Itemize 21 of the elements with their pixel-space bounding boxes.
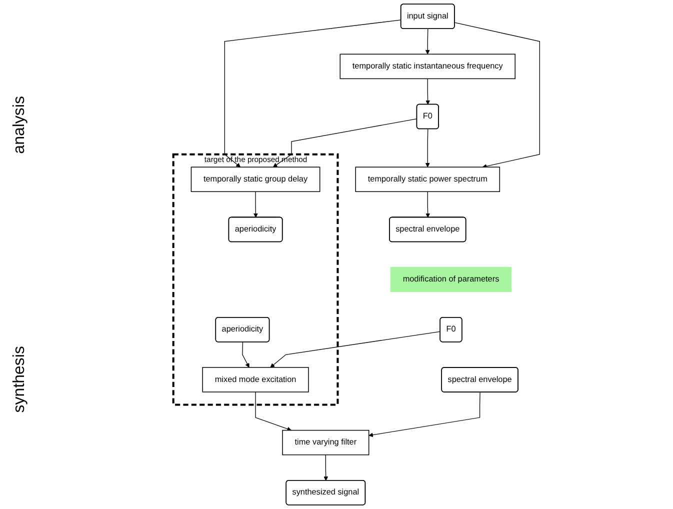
arrow [270,331,441,368]
arrow [425,28,430,54]
arrow [426,191,430,218]
arrow [242,342,250,368]
node-box: temporally static group delay [190,166,320,192]
arrow [324,454,328,481]
node-box: modification of parameters [390,267,512,292]
section-label: analysis [11,96,29,154]
arrow [368,392,480,438]
section-label: synthesis [11,346,29,413]
arrow [224,20,402,168]
arrow [272,118,418,168]
node-box: temporally static power spectrum [355,166,500,192]
arrow [255,392,292,432]
node-box: mixed mode excitation [202,367,309,392]
arrow [425,128,430,168]
node-box: time varying filter [282,430,370,456]
arrow [253,191,258,218]
node-box: temporally static instantaneous frequency [340,54,516,80]
arrow [426,78,430,105]
arrow [454,22,540,168]
